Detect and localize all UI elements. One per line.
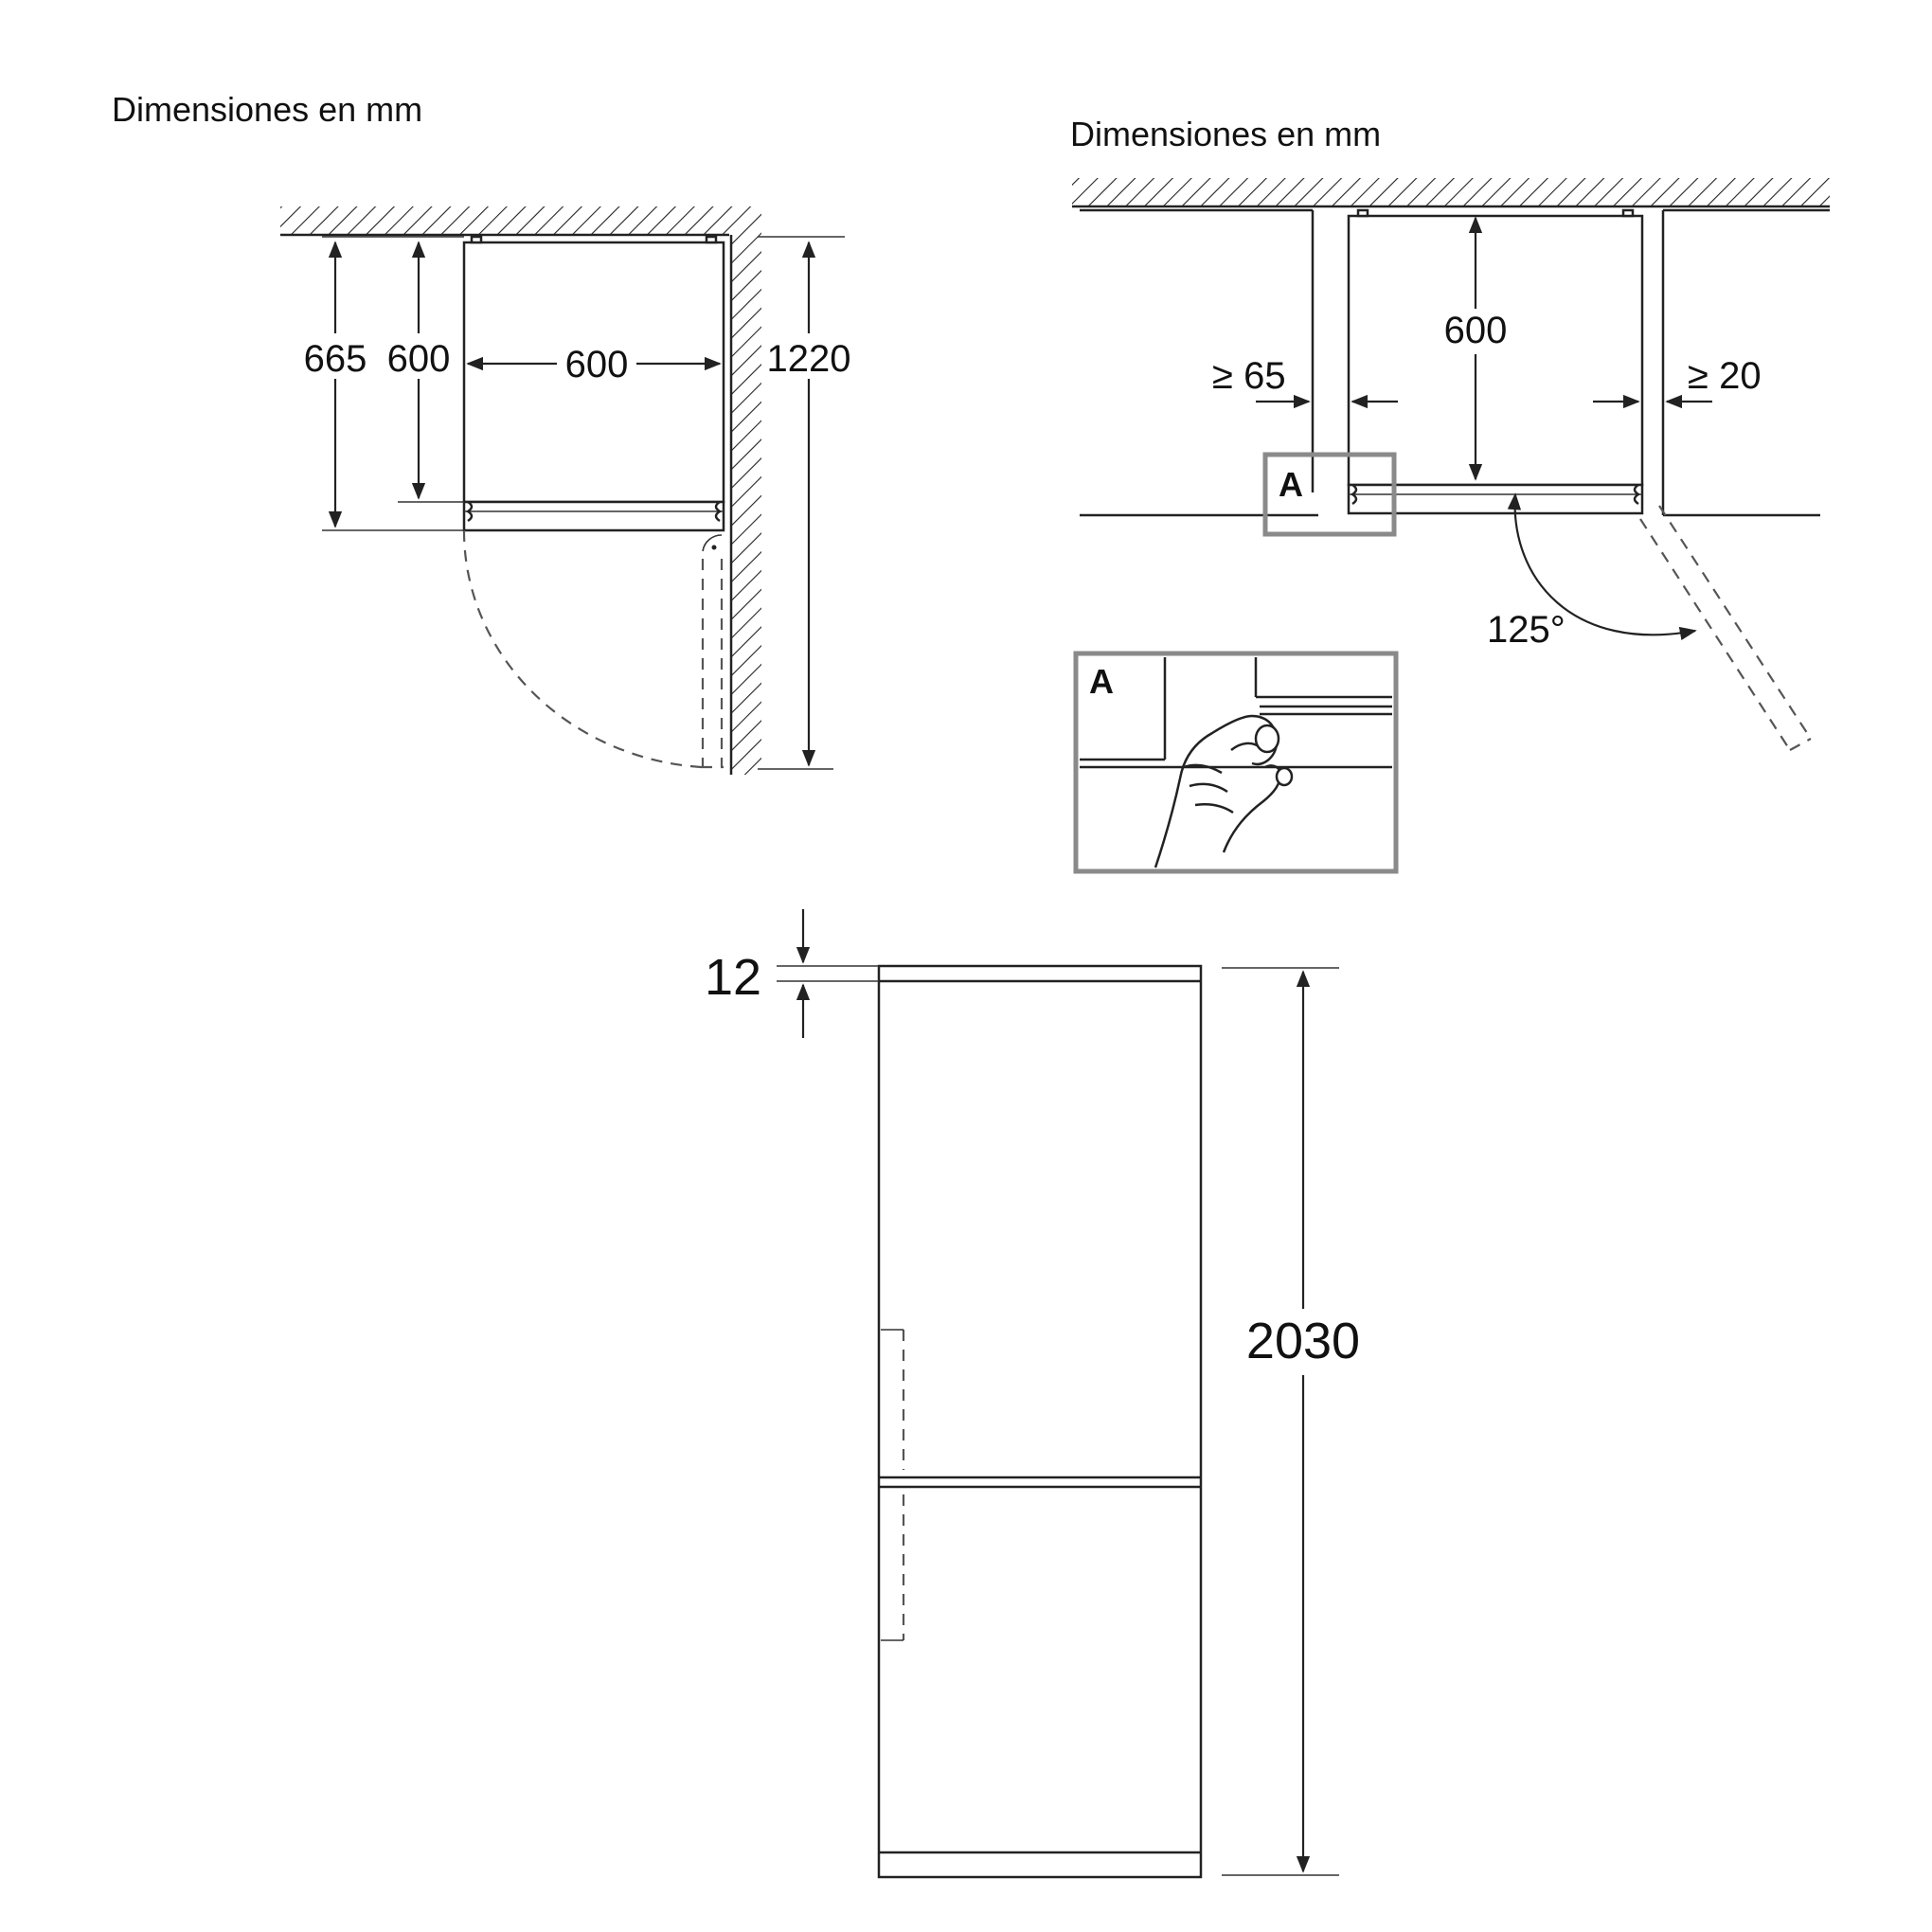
niche-view-open-door: [1639, 505, 1812, 751]
dim-label-600-width: 600: [565, 344, 629, 385]
niche-view: Dimensiones en mm: [1070, 115, 1830, 874]
top-view-title: Dimensiones en mm: [112, 90, 422, 129]
angle-label-125: 125°: [1487, 609, 1565, 651]
dim-label-height: 2030: [1246, 1313, 1360, 1369]
dim-label-665: 665: [304, 338, 367, 380]
dim-label-gap-left: ≥ 65: [1212, 355, 1286, 397]
detail-marker-A: A: [1279, 465, 1303, 504]
top-view: Dimensiones en mm: [112, 90, 854, 775]
front-view: 12 2030: [705, 909, 1366, 1879]
niche-view-back-wall: [1072, 178, 1830, 208]
top-view-appliance-body: [462, 235, 725, 532]
top-view-side-wall: [729, 235, 761, 775]
dim-label-1220: 1220: [767, 338, 851, 380]
dim-label-top-gap: 12: [705, 949, 761, 1006]
detail-frame-A: [1262, 452, 1397, 537]
niche-view-title: Dimensiones en mm: [1070, 115, 1381, 153]
dim-label-niche-600: 600: [1444, 310, 1508, 351]
top-view-door-swing: [462, 529, 724, 769]
dim-label-gap-right: ≥ 20: [1688, 355, 1762, 397]
hand-icon: [1154, 714, 1294, 868]
upper-door-handle: [881, 1329, 905, 1470]
top-view-back-wall: [280, 206, 761, 237]
angle-arc-125: [1507, 492, 1697, 641]
detail-A-panel: A: [1073, 651, 1399, 874]
lower-door-handle: [881, 1494, 905, 1641]
dim-label-600-depth: 600: [387, 338, 451, 380]
niche-view-left-cabinet: [1080, 208, 1318, 517]
front-view-appliance: [877, 964, 1203, 1879]
detail-A-label: A: [1089, 662, 1114, 701]
